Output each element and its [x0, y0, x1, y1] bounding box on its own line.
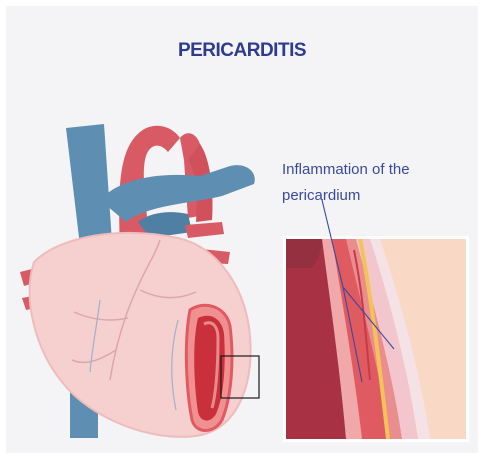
pericardium-window [186, 305, 232, 430]
magnified-inset [283, 200, 469, 442]
